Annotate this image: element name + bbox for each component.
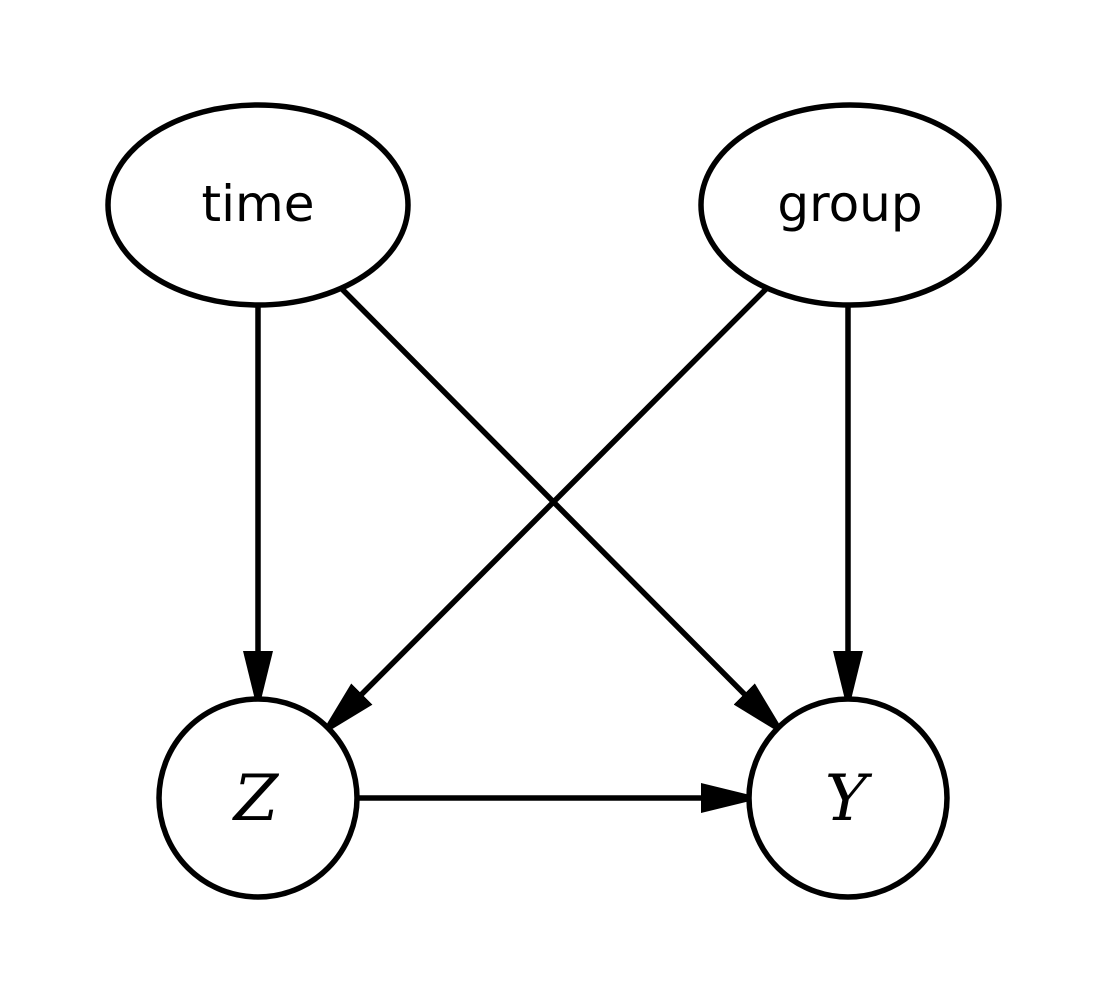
edge-group-to-z <box>325 286 769 731</box>
node-group-shape <box>698 102 1002 308</box>
node-time-label: time <box>202 175 315 233</box>
node-group-label: group <box>777 175 922 233</box>
node-z-shape <box>156 696 360 900</box>
node-y-shape <box>746 696 950 900</box>
edge-time-to-y <box>339 286 781 731</box>
node-y-label: Y <box>825 762 873 836</box>
node-z-label: Z <box>232 762 280 836</box>
node-time-shape <box>105 102 411 308</box>
